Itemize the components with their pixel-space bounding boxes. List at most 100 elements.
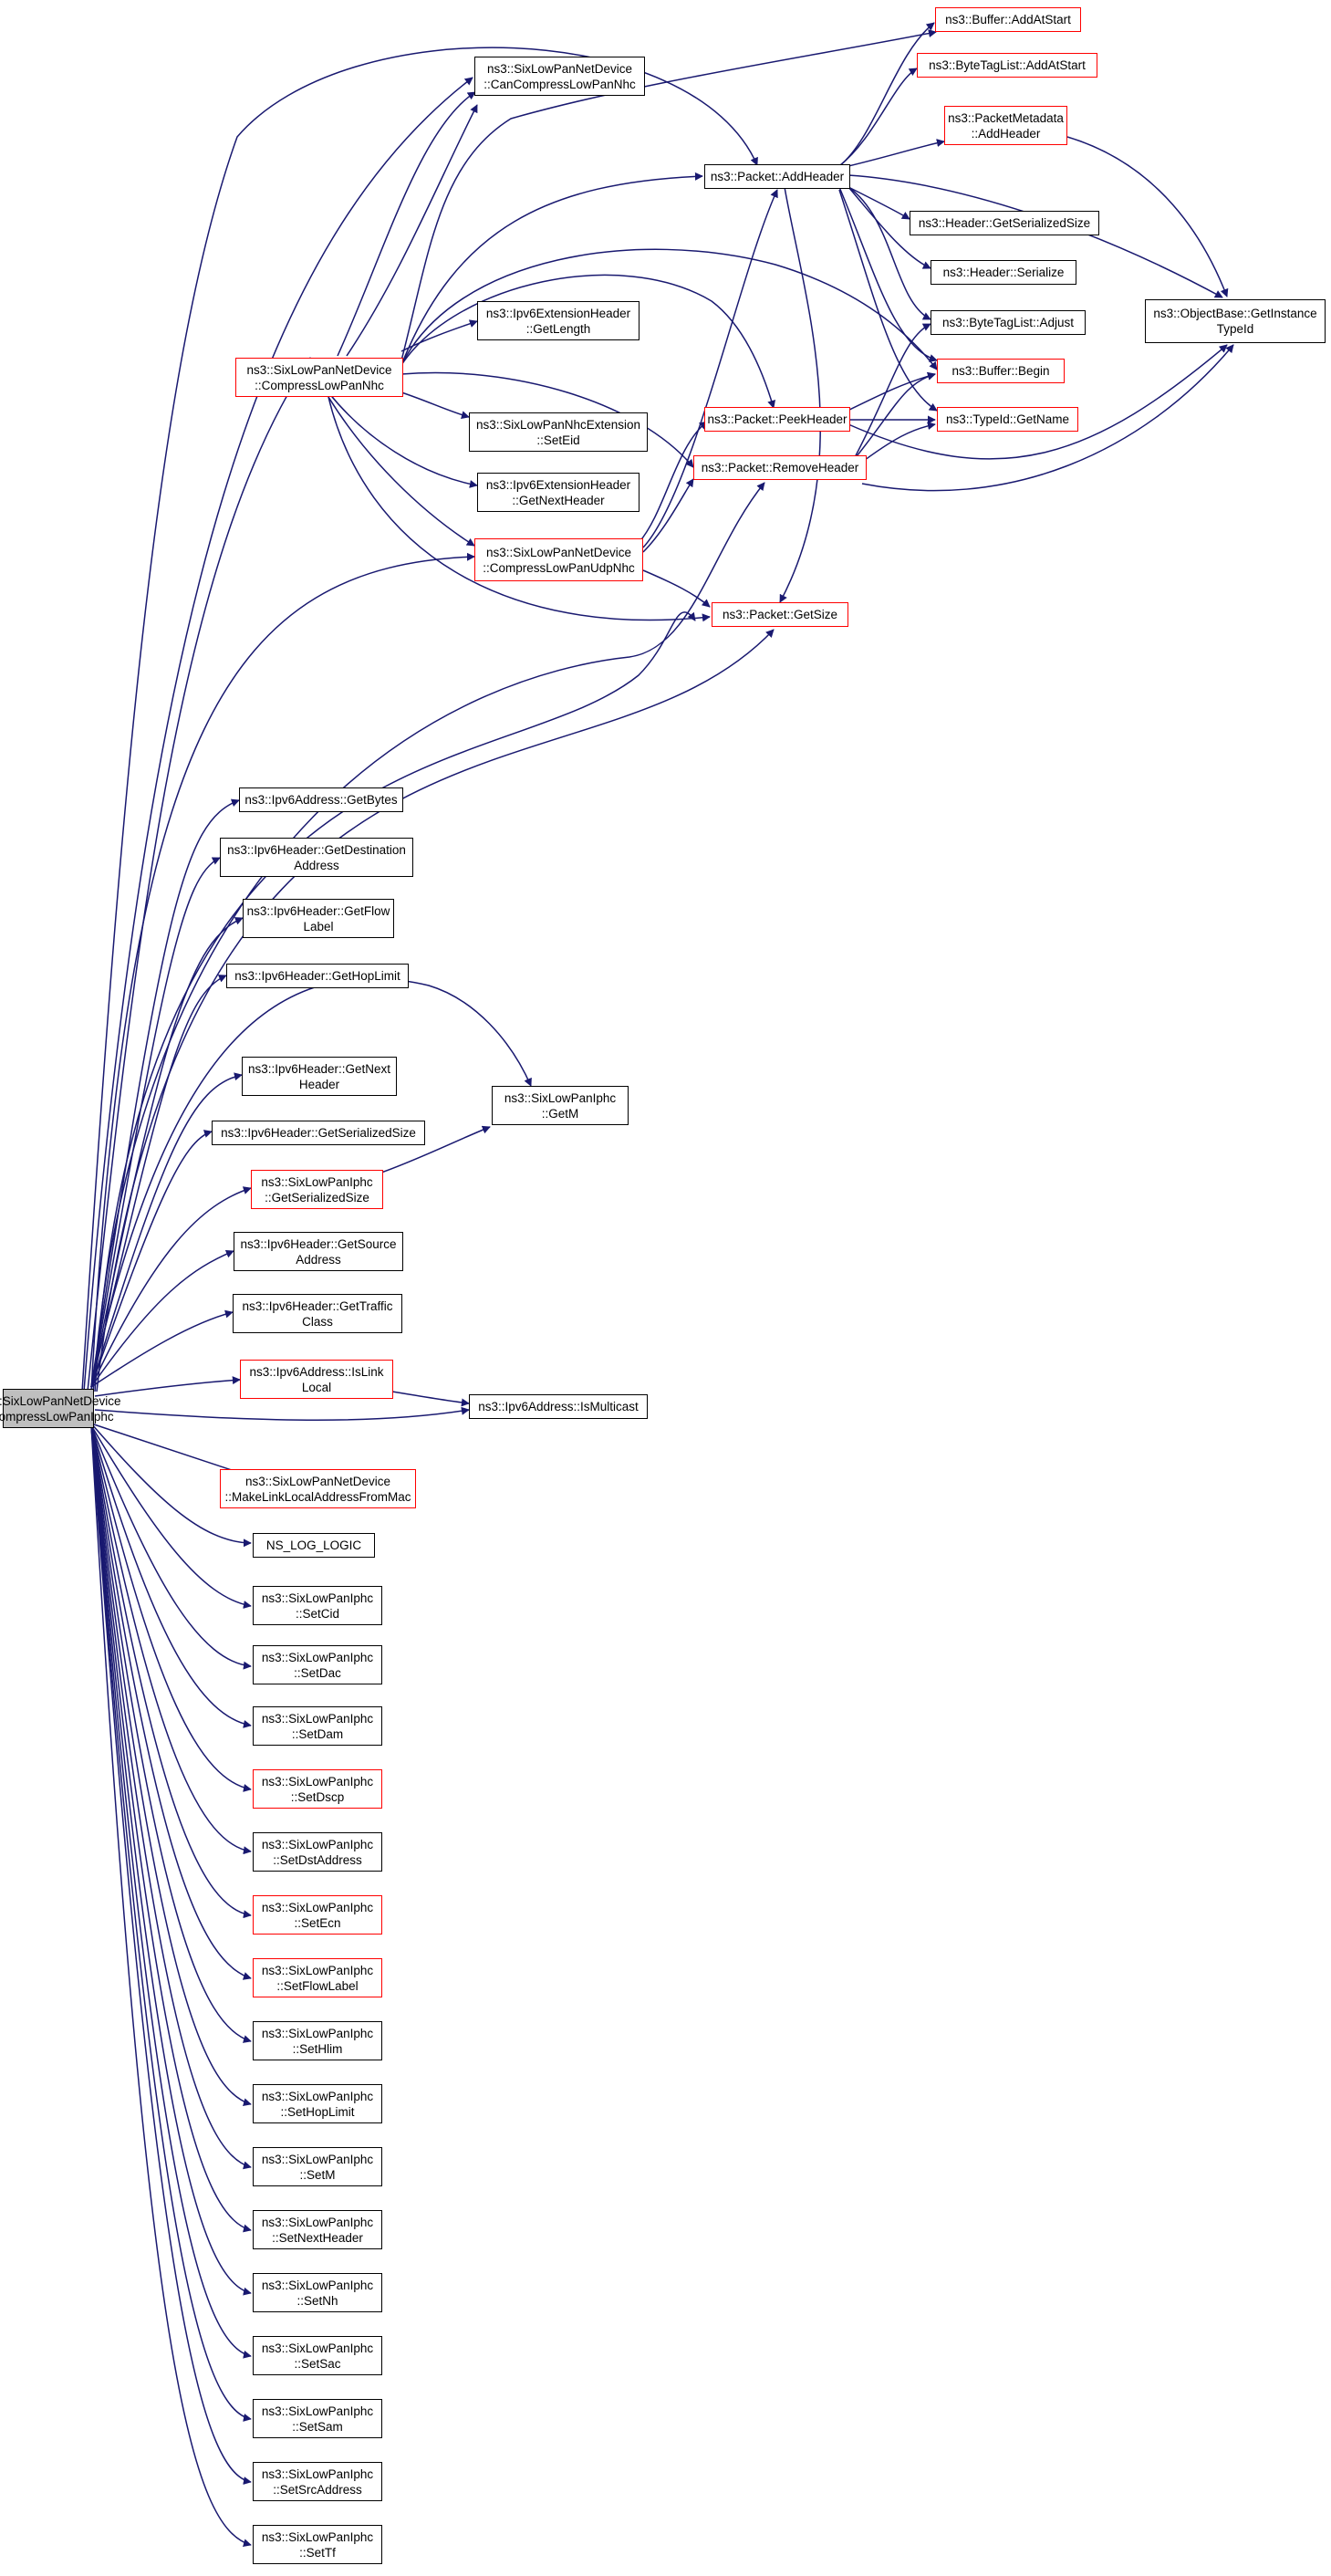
edge-root-to-getdest bbox=[90, 857, 221, 1388]
edge-root-to-getflowlabel bbox=[90, 917, 244, 1388]
edge-root-to-packet-removeheader bbox=[92, 482, 765, 1392]
node-ipv6header-getsourceaddress[interactable]: ns3::Ipv6Header::GetSource Address bbox=[234, 1232, 403, 1271]
edge-iphc-getserializedsize-to-getm bbox=[380, 1125, 491, 1173]
edge-root-to-setsam bbox=[90, 1424, 252, 2422]
node-makelinklocaladdressfrommac[interactable]: ns3::SixLowPanNetDevice ::MakeLinkLocalA… bbox=[220, 1469, 416, 1508]
node-iphc-sethoplimit[interactable]: ns3::SixLowPanIphc ::SetHopLimit bbox=[253, 2084, 382, 2123]
node-iphc-setsac[interactable]: ns3::SixLowPanIphc ::SetSac bbox=[253, 2336, 382, 2375]
edge-root-to-ismulticast bbox=[94, 1406, 470, 1421]
edge-root-to-gethoplimit bbox=[90, 975, 227, 1388]
node-iphc-setnh[interactable]: ns3::SixLowPanIphc ::SetNh bbox=[253, 2273, 382, 2312]
node-bytetaglist-addatstart[interactable]: ns3::ByteTagList::AddAtStart bbox=[917, 53, 1097, 78]
edge-peekheader-to-objectbase bbox=[847, 344, 1228, 460]
node-packet-addheader[interactable]: ns3::Packet::AddHeader bbox=[704, 164, 850, 189]
node-ipv6ext-getlength[interactable]: ns3::Ipv6ExtensionHeader ::GetLength bbox=[477, 301, 640, 340]
edge-addheader-to-bytetaglist-addatstart bbox=[838, 68, 918, 167]
node-iphc-settf[interactable]: ns3::SixLowPanIphc ::SetTf bbox=[253, 2525, 382, 2564]
node-ipv6header-getserializedsize[interactable]: ns3::Ipv6Header::GetSerializedSize bbox=[212, 1121, 425, 1145]
edge-root-to-islinklocal bbox=[94, 1376, 241, 1397]
edge-packetmetadata-to-objectbase bbox=[1066, 136, 1229, 297]
node-packet-removeheader[interactable]: ns3::Packet::RemoveHeader bbox=[693, 455, 867, 480]
node-ipv6ext-getnextheader[interactable]: ns3::Ipv6ExtensionHeader ::GetNextHeader bbox=[477, 473, 640, 512]
edge-root-to-setdac bbox=[90, 1424, 252, 1670]
edge-root-to-getsource bbox=[90, 1249, 234, 1388]
edge-compress-nhc-to-getnextheader bbox=[328, 391, 478, 488]
node-can-compress-lowpan-nhc[interactable]: ns3::SixLowPanNetDevice ::CanCompressLow… bbox=[474, 57, 645, 96]
node-objectbase-getinstancetypeid[interactable]: ns3::ObjectBase::GetInstance TypeId bbox=[1145, 299, 1326, 343]
edge-root-to-sethlim bbox=[90, 1424, 252, 2043]
node-iphc-setsrcaddress[interactable]: ns3::SixLowPanIphc ::SetSrcAddress bbox=[253, 2462, 382, 2501]
node-iphc-getserializedsize[interactable]: ns3::SixLowPanIphc ::GetSerializedSize bbox=[251, 1170, 383, 1209]
edge-root-to-settf bbox=[90, 1424, 252, 2548]
edge-addheader-to-header-serialize bbox=[847, 186, 931, 269]
node-packet-peekheader[interactable]: ns3::Packet::PeekHeader bbox=[704, 407, 850, 432]
edge-root-to-setsac bbox=[90, 1424, 252, 2359]
node-iphc-setdstaddress[interactable]: ns3::SixLowPanIphc ::SetDstAddress bbox=[253, 1832, 382, 1872]
node-ipv6header-getnextheader[interactable]: ns3::Ipv6Header::GetNext Header bbox=[242, 1057, 397, 1096]
edge-root-to-sethoplimit bbox=[90, 1424, 252, 2107]
edge-addheader-to-bytetaglist-adjust bbox=[847, 186, 931, 320]
edge-root-to-packet-getsize-b bbox=[96, 629, 775, 1392]
edge-root-to-setdam bbox=[90, 1424, 252, 1728]
edge-addheader-to-buffer-addatstart bbox=[838, 22, 935, 167]
node-nhcext-seteid[interactable]: ns3::SixLowPanNhcExtension ::SetEid bbox=[469, 412, 648, 452]
node-iphc-setecn[interactable]: ns3::SixLowPanIphc ::SetEcn bbox=[253, 1895, 382, 1935]
edge-root-to-ipv6-getserializedsize bbox=[90, 1130, 213, 1388]
node-ipv6address-ismulticast[interactable]: ns3::Ipv6Address::IsMulticast bbox=[469, 1394, 648, 1419]
node-buffer-begin[interactable]: ns3::Buffer::Begin bbox=[937, 359, 1065, 383]
edge-layer bbox=[81, 22, 1234, 2548]
edge-root-to-packet-getsize-a bbox=[94, 611, 696, 1392]
node-ns-log-logic[interactable]: NS_LOG_LOGIC bbox=[253, 1533, 375, 1558]
node-iphc-setcid[interactable]: ns3::SixLowPanIphc ::SetCid bbox=[253, 1586, 382, 1625]
node-iphc-setdam[interactable]: ns3::SixLowPanIphc ::SetDam bbox=[253, 1706, 382, 1746]
edge-root-to-ns-log-logic bbox=[90, 1423, 252, 1548]
node-packetmetadata-addheader[interactable]: ns3::PacketMetadata ::AddHeader bbox=[944, 106, 1067, 145]
edge-compress-nhc-to-buffer-addatstart bbox=[400, 29, 937, 361]
edge-addheader-to-header-getserializedsize bbox=[847, 186, 910, 220]
node-ipv6address-getbytes[interactable]: ns3::Ipv6Address::GetBytes bbox=[239, 787, 403, 812]
edge-compress-nhc-to-buffer-begin bbox=[400, 248, 938, 370]
node-header-serialize[interactable]: ns3::Header::Serialize bbox=[931, 260, 1076, 285]
node-typeid-getname[interactable]: ns3::TypeId::GetName bbox=[937, 407, 1078, 432]
edge-compress-nhc-to-packet-getsize bbox=[328, 396, 711, 622]
node-iphc-setnextheader[interactable]: ns3::SixLowPanIphc ::SetNextHeader bbox=[253, 2210, 382, 2249]
node-bytetaglist-adjust[interactable]: ns3::ByteTagList::Adjust bbox=[931, 310, 1086, 335]
node-buffer-addatstart[interactable]: ns3::Buffer::AddAtStart bbox=[935, 7, 1081, 32]
edge-root-to-setm bbox=[90, 1424, 252, 2170]
node-iphc-getm[interactable]: ns3::SixLowPanIphc ::GetM bbox=[492, 1086, 629, 1125]
node-ipv6address-islinklocal[interactable]: ns3::Ipv6Address::IsLink Local bbox=[240, 1360, 393, 1399]
node-iphc-setflowlabel[interactable]: ns3::SixLowPanIphc ::SetFlowLabel bbox=[253, 1958, 382, 1997]
node-iphc-setm[interactable]: ns3::SixLowPanIphc ::SetM bbox=[253, 2147, 382, 2186]
node-packet-getsize[interactable]: ns3::Packet::GetSize bbox=[712, 602, 848, 627]
edge-removeheader-to-bytetaglist-adjust bbox=[852, 323, 931, 462]
edge-compress-nhc-to-seteid bbox=[400, 391, 470, 420]
edge-addheader-to-packet-getsize bbox=[779, 186, 822, 603]
edge-root-to-iphc-getserializedsize bbox=[90, 1186, 252, 1388]
edge-peekheader-to-buffer-begin bbox=[843, 371, 936, 413]
edge-compress-nhc-to-packet-removeheader bbox=[400, 371, 694, 468]
node-header-getserializedsize[interactable]: ns3::Header::GetSerializedSize bbox=[910, 211, 1099, 235]
edge-root-to-setsrcaddress bbox=[90, 1424, 252, 2485]
edge-root-to-getbytes bbox=[90, 798, 240, 1388]
node-iphc-sethlim[interactable]: ns3::SixLowPanIphc ::SetHlim bbox=[253, 2021, 382, 2060]
edge-root-to-setnextheader bbox=[90, 1424, 252, 2233]
node-compress-lowpan-udp-nhc[interactable]: ns3::SixLowPanNetDevice ::CompressLowPan… bbox=[474, 538, 643, 581]
edge-root-to-compress-udp-nhc bbox=[90, 552, 475, 1392]
edge-root-to-setnh bbox=[90, 1424, 252, 2296]
edge-root-to-gettrafficclass bbox=[90, 1309, 234, 1388]
edge-root-to-setdstaddress bbox=[90, 1424, 252, 1855]
node-compress-lowpan-nhc[interactable]: ns3::SixLowPanNetDevice ::CompressLowPan… bbox=[235, 358, 403, 397]
edge-compress-nhc-to-can-compress-nhc-b bbox=[346, 104, 478, 357]
edge-compress-udp-to-packet-peekheader bbox=[638, 421, 708, 544]
node-iphc-setsam[interactable]: ns3::SixLowPanIphc ::SetSam bbox=[253, 2399, 382, 2438]
edge-compress-udp-to-packet-removeheader bbox=[642, 478, 694, 553]
node-ipv6header-getdestinationaddress[interactable]: ns3::Ipv6Header::GetDestination Address bbox=[220, 838, 413, 877]
node-ipv6header-gethoplimit[interactable]: ns3::Ipv6Header::GetHopLimit bbox=[226, 964, 409, 988]
edge-root-to-compress-nhc bbox=[87, 357, 311, 1392]
node-ipv6header-gettrafficclass[interactable]: ns3::Ipv6Header::GetTraffic Class bbox=[233, 1294, 402, 1333]
edge-root-to-setdscp bbox=[90, 1424, 252, 1792]
node-iphc-setdscp[interactable]: ns3::SixLowPanIphc ::SetDscp bbox=[253, 1769, 382, 1809]
node-ipv6header-getflowlabel[interactable]: ns3::Ipv6Header::GetFlow Label bbox=[243, 899, 394, 938]
node-iphc-setdac[interactable]: ns3::SixLowPanIphc ::SetDac bbox=[253, 1645, 382, 1684]
edge-removeheader-to-buffer-begin bbox=[852, 371, 936, 462]
